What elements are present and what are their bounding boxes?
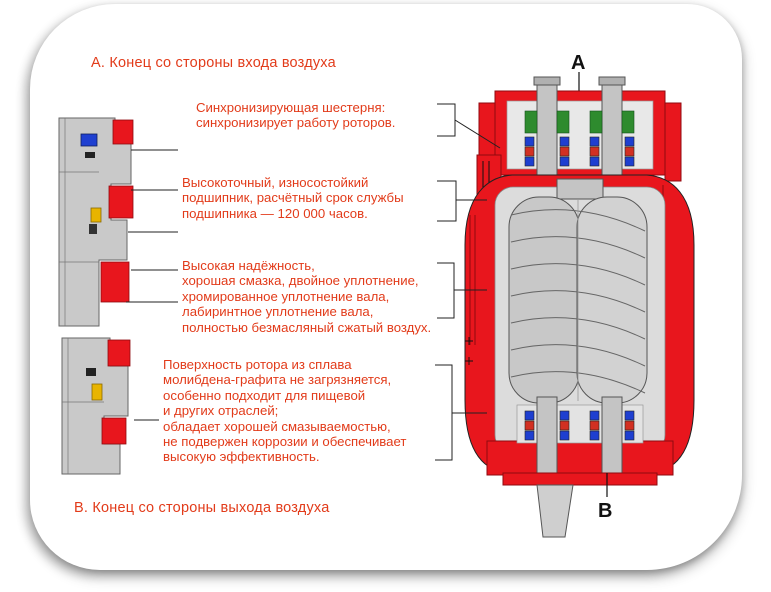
annotation-bearing-life: Высокоточный, износостойкий подшипник, р… — [182, 175, 404, 221]
bottom-housing-band — [486, 440, 674, 476]
detail-seal-black — [85, 152, 95, 158]
detail-section-outlet-end — [61, 337, 131, 475]
register-marks — [465, 337, 473, 365]
annotation-sync-gear: Синхронизирующая шестерня: синхронизируе… — [196, 100, 396, 131]
label-air-outlet-end: В. Конец со стороны выхода воздуха — [74, 500, 330, 516]
side-column-right — [664, 102, 682, 182]
marker-b: В — [598, 500, 612, 522]
compressor-cross-section: А — [464, 52, 695, 538]
shaft-cap-right — [598, 76, 626, 86]
annotation-rotor-coating: Поверхность ротора из сплава молибдена-г… — [163, 357, 407, 465]
detail-section-inlet-end — [58, 117, 134, 327]
screw-rotor-right — [576, 196, 648, 404]
rotor-shaft-top-right — [601, 82, 623, 186]
detail-brass-bushing — [91, 383, 103, 401]
detail-housing-red — [101, 339, 131, 445]
sync-gear-green — [524, 110, 635, 134]
bottom-flange — [502, 472, 658, 486]
detail-housing-red — [100, 119, 134, 303]
label-air-inlet-end: А. Конец со стороны входа воздуха — [91, 55, 336, 71]
drive-shaft-tail — [536, 484, 574, 538]
detail-bearing-blue — [80, 133, 98, 147]
rotor-shaft-top-left — [536, 82, 558, 186]
detail-seal-black — [86, 368, 96, 376]
detail-seal-black-2 — [89, 224, 97, 234]
bearing-stack-top — [524, 136, 635, 167]
marker-a: А — [571, 52, 585, 74]
detail-outline — [59, 118, 99, 326]
detail-brass-bushing — [90, 207, 102, 223]
rotor-connector — [556, 178, 604, 200]
detail-outline — [62, 338, 104, 474]
shaft-cap-left — [533, 76, 561, 86]
annotation-seals-reliability: Высокая надёжность, хорошая смазка, двой… — [182, 258, 432, 335]
rotor-shaft-bottom-left — [536, 396, 558, 486]
bearing-stack-bottom — [524, 410, 635, 441]
bottom-bearing-cavity — [516, 404, 644, 444]
rotor-shaft-bottom-right — [601, 396, 623, 486]
